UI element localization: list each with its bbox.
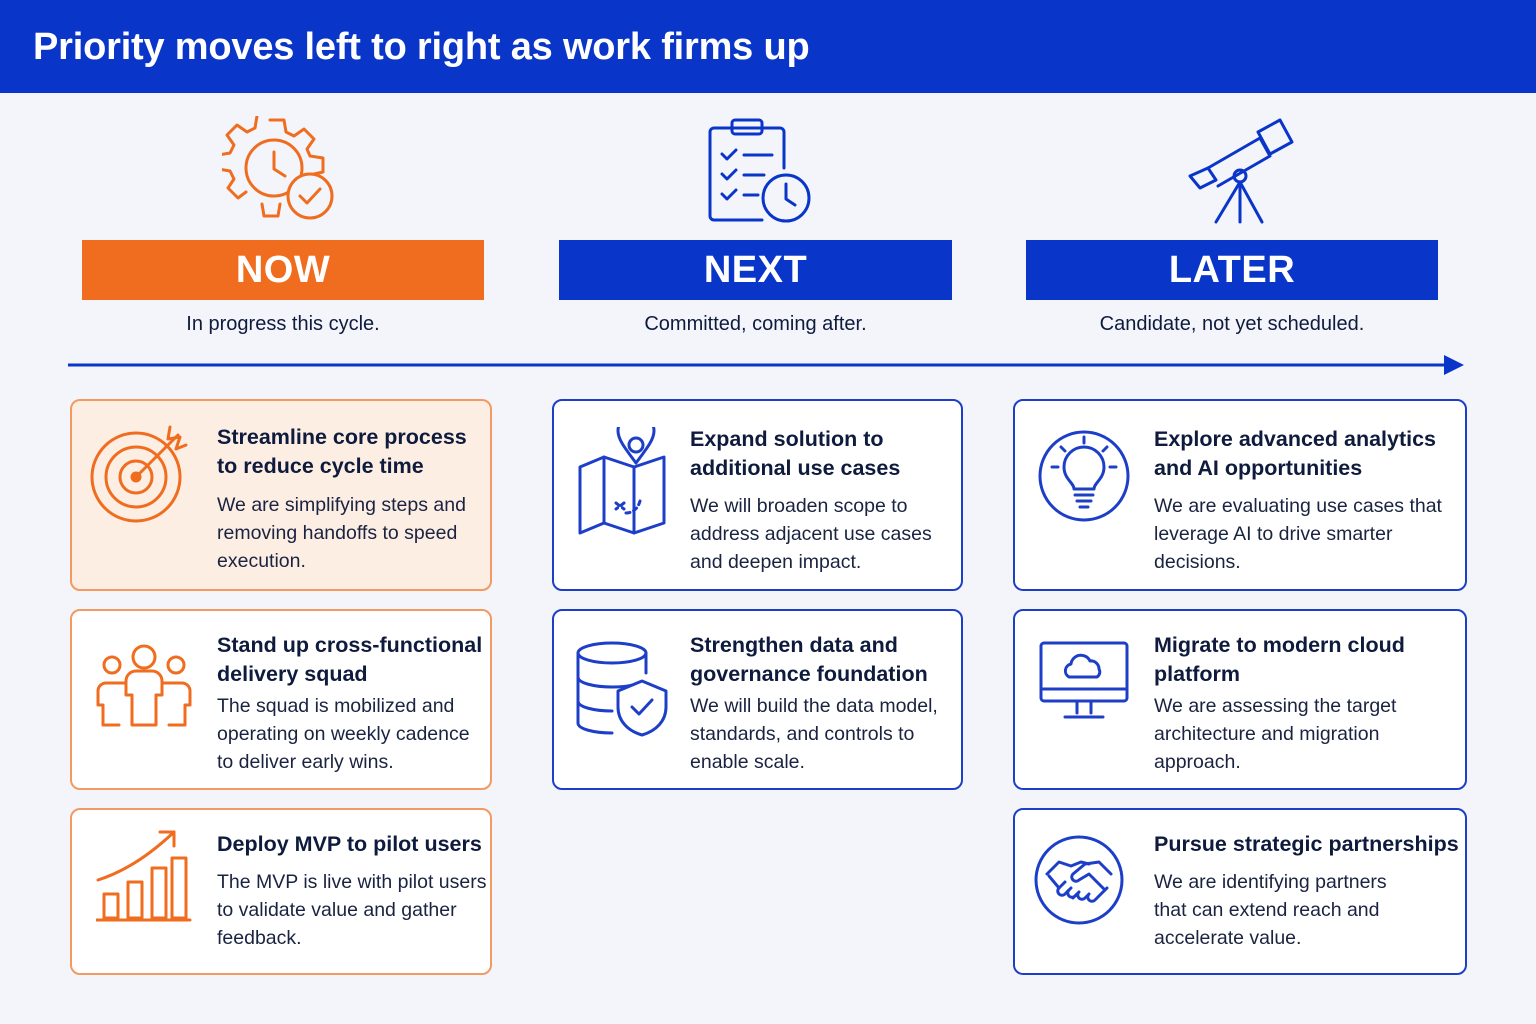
- card-body: We are assessing the target architecture…: [1154, 695, 1397, 773]
- column-label-later: LATER: [1026, 240, 1438, 300]
- card-body: We are simplifying steps and removing ha…: [217, 494, 466, 572]
- column-label-next: NEXT: [559, 240, 952, 300]
- card-title: Expand solution to additional use cases: [690, 427, 901, 480]
- card-title: Explore advanced analytics and AI opport…: [1154, 427, 1437, 480]
- gear-clock-check-icon: [222, 116, 338, 222]
- target-arrow-icon: [90, 423, 190, 523]
- card-title: Migrate to modern cloud platform: [1154, 633, 1405, 686]
- growth-chart-icon: [96, 828, 192, 922]
- card-now-1: Streamline core process to reduce cycle …: [70, 399, 492, 591]
- card-title: Streamline core process to reduce cycle …: [217, 425, 467, 478]
- card-later-1: Explore advanced analytics and AI opport…: [1013, 399, 1467, 591]
- card-title: Stand up cross-functional delivery squad: [217, 633, 483, 686]
- lightbulb-icon: [1037, 429, 1131, 523]
- card-now-3: Deploy MVP to pilot users The MVP is liv…: [70, 808, 492, 975]
- card-title: Pursue strategic partnerships: [1154, 832, 1459, 856]
- column-subtitle-now: In progress this cycle.: [186, 313, 380, 335]
- card-body: The squad is mobilized and operating on …: [217, 695, 470, 773]
- clipboard-checklist-clock-icon: [706, 118, 814, 224]
- card-body: The MVP is live with pilot users to vali…: [217, 871, 487, 949]
- card-later-2: Migrate to modern cloud platform We are …: [1013, 609, 1467, 790]
- card-next-2: Strengthen data and governance foundatio…: [552, 609, 963, 790]
- column-label-now: NOW: [82, 240, 484, 300]
- card-next-1: Expand solution to additional use cases …: [552, 399, 963, 591]
- card-body: We will broaden scope to address adjacen…: [690, 495, 932, 573]
- priority-arrow: [68, 352, 1468, 378]
- team-people-icon: [96, 643, 192, 727]
- database-shield-icon: [576, 641, 670, 737]
- card-now-2: Stand up cross-functional delivery squad…: [70, 609, 492, 790]
- page-title: Priority moves left to right as work fir…: [33, 26, 810, 68]
- column-subtitle-later: Candidate, not yet scheduled.: [1099, 313, 1365, 335]
- map-pin-icon: [576, 427, 668, 537]
- cloud-monitor-icon: [1039, 641, 1129, 721]
- card-body: We are evaluating use cases that leverag…: [1154, 495, 1442, 573]
- card-later-3: Pursue strategic partnerships We are ide…: [1013, 808, 1467, 975]
- card-body: We will build the data model, standards,…: [690, 695, 938, 773]
- telescope-icon: [1186, 118, 1298, 224]
- handshake-icon: [1033, 834, 1125, 926]
- card-title: Strengthen data and governance foundatio…: [690, 633, 928, 686]
- column-subtitle-next: Committed, coming after.: [644, 313, 867, 335]
- card-title: Deploy MVP to pilot users: [217, 832, 482, 856]
- header-bar: Priority moves left to right as work fir…: [0, 0, 1536, 93]
- card-body: We are identifying partners that can ext…: [1154, 871, 1387, 949]
